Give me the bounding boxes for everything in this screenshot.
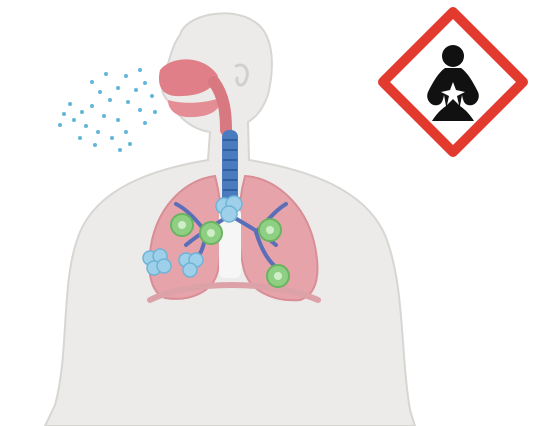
cluster-left-outer: [143, 249, 171, 275]
health-hazard-icon: [383, 12, 523, 152]
inhaled-particles: [58, 68, 157, 152]
